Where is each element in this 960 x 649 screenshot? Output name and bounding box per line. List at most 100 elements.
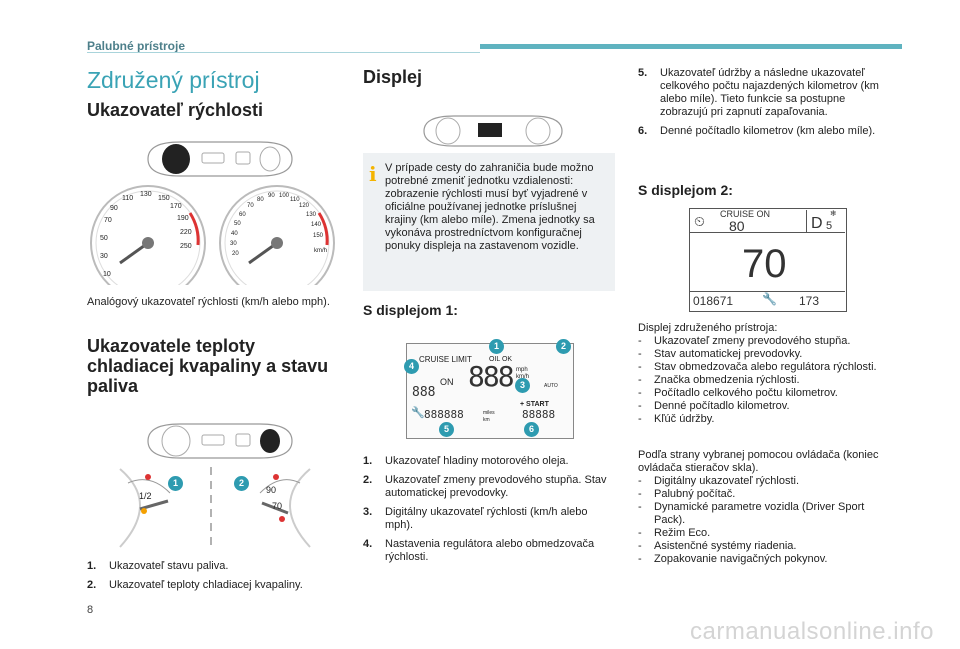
temperature-fuel-heading: Ukazovatele teploty chladiacej kvapaliny… — [87, 336, 347, 396]
service-wrench-icon: 🔧 — [762, 292, 777, 306]
dial-right-tick-30: 30 — [230, 241, 237, 247]
list-item: 2.Ukazovateľ zmeny prevodového stupňa. S… — [363, 474, 607, 499]
temperature-fuel-heading-line-1: Ukazovatele teploty — [87, 336, 256, 356]
lcd-oil-ok: OIL OK — [489, 356, 513, 363]
display2-bottom-rule — [690, 291, 845, 292]
list-item: Palubný počítač. — [638, 488, 898, 501]
dial-left-tick-220: 220 — [180, 229, 192, 236]
dial-right-tick-150: 150 — [313, 233, 324, 239]
info-icon: i — [369, 162, 377, 186]
cluster-display-illustration — [423, 115, 563, 147]
list-item: Ukazovateľ zmeny prevodového stupňa. — [638, 335, 898, 348]
temperature-fuel-list: 1.Ukazovateľ stavu paliva. 2.Ukazovateľ … — [87, 560, 347, 598]
list-item: 2.Ukazovateľ teploty chladiacej kvapalin… — [87, 579, 303, 591]
dial-right-tick-110: 110 — [290, 197, 300, 203]
dial-right-tick-100: 100 — [279, 193, 290, 199]
lcd-auto: AUTO — [544, 383, 558, 389]
dial-right-tick-80: 80 — [257, 197, 264, 203]
header-rule — [87, 52, 480, 53]
display2-screen — [689, 208, 847, 312]
dial-right-tick-140: 140 — [311, 222, 322, 228]
display1-list: 1.Ukazovateľ hladiny motorového oleja. 2… — [363, 455, 615, 570]
list-item: Počítadlo celkového počtu kilometrov. — [638, 387, 898, 400]
display2-cruise-value: 80 — [729, 218, 745, 234]
dial-left-tick-70: 70 — [104, 217, 112, 224]
info-box — [363, 153, 615, 291]
list-item: Stav automatickej prevodovky. — [638, 348, 898, 361]
display2-service: 173 — [799, 294, 820, 308]
dial-left-tick-250: 250 — [180, 243, 192, 250]
page-title: Združený prístroj — [87, 67, 260, 93]
callout-2-gear: 2 — [556, 339, 571, 354]
display2-top-rule — [690, 232, 845, 233]
dial-right-tick-40: 40 — [231, 231, 238, 237]
watermark: carmanualsonline.info — [690, 618, 934, 645]
snowflake-icon: ❄ — [830, 209, 837, 218]
lcd-speed-digits: 888 — [468, 360, 515, 393]
lcd-trip: 88888 — [522, 408, 556, 421]
display2-cruise-label: CRUISE ON — [720, 209, 771, 219]
speedometer-kmh-dial — [90, 185, 206, 285]
dial-left-tick-150: 150 — [158, 195, 170, 202]
callout-1-oil: 1 — [489, 339, 504, 354]
lcd-gear-digits: 888 — [412, 385, 436, 400]
lcd-start: + START — [520, 401, 549, 408]
dial-right-tick-90: 90 — [268, 193, 275, 199]
wrench-icon: 🔧 — [411, 407, 425, 419]
speedometer-icon: ⏲ — [694, 213, 705, 229]
callout-3-speed: 3 — [515, 378, 530, 393]
display1-heading: S displejom 1: — [363, 302, 458, 318]
list-item: Dynamické parametre vozidla (Driver Spor… — [638, 501, 898, 527]
list-item: Zopakovanie navigačných pokynov. — [638, 553, 898, 566]
list-item: 1.Ukazovateľ stavu paliva. — [87, 560, 229, 572]
lcd-km: km — [483, 417, 490, 423]
temperature-fuel-heading-line-2: chladiacej kvapaliny a stavu — [87, 356, 329, 376]
callout-6-trip: 6 — [524, 422, 539, 437]
callout-2-temp: 2 — [234, 476, 249, 491]
fuel-temp-gauges — [119, 467, 311, 548]
lcd-cruise-limit: CRUISE LIMIT — [419, 355, 472, 364]
dial-left-tick-50: 50 — [100, 235, 108, 242]
fuel-gauge-label: 1/2 — [139, 491, 152, 501]
list-item: 4.Nastavenia regulátora alebo obmedzovač… — [363, 538, 595, 563]
display2-divider — [806, 210, 807, 232]
dial-right-tick-20: 20 — [232, 251, 239, 257]
temp-gauge-label-70: 70 — [272, 501, 283, 511]
speedometer-caption: Analógový ukazovateľ rýchlosti (km/h ale… — [87, 296, 330, 308]
dial-left-tick-110: 110 — [122, 195, 134, 202]
dial-right-tick-50: 50 — [234, 221, 241, 227]
list-item: 3.Digitálny ukazovateľ rýchlosti (km/h a… — [363, 506, 588, 531]
display2-list-a: Ukazovateľ zmeny prevodového stupňa. Sta… — [638, 335, 898, 426]
list-item: Asistenčné systémy riadenia. — [638, 540, 898, 553]
display2-speed: 70 — [742, 242, 787, 286]
display2-mid: Podľa strany vybranej pomocou ovládača (… — [638, 449, 879, 474]
temp-gauge-label-90: 90 — [266, 485, 277, 495]
lcd-mph: mph — [516, 367, 528, 373]
display2-gear-sub: 5 — [826, 220, 833, 232]
list-item: 1.Ukazovateľ hladiny motorového oleja. — [363, 455, 569, 467]
dial-left-tick-90: 90 — [110, 205, 118, 212]
temperature-fuel-heading-line-3: paliva — [87, 376, 139, 396]
list-item: Kľúč údržby. — [638, 413, 898, 426]
lcd-odometer: 888888 — [424, 408, 464, 421]
dial-left-tick-170: 170 — [170, 203, 182, 210]
dial-right-tick-60: 60 — [239, 212, 246, 218]
display1-lcd — [406, 343, 574, 439]
dial-right-tick-120: 120 — [299, 203, 310, 209]
col3-list: 5.Ukazovateľ údržby a následne ukazovate… — [638, 67, 890, 144]
list-item: Značka obmedzenia rýchlosti. — [638, 374, 898, 387]
section-header: Palubné prístroje — [87, 39, 186, 53]
lcd-miles: miles — [483, 410, 495, 416]
list-item: Režim Eco. — [638, 527, 898, 540]
display2-heading: S displejom 2: — [638, 182, 733, 198]
speedometer-mph-dial — [219, 185, 335, 285]
cluster-outline-illustration-2 — [147, 423, 293, 459]
dial-left-tick-130: 130 — [140, 191, 152, 198]
dial-right-unit: km/h — [314, 248, 328, 254]
display2-gear: D — [811, 215, 823, 232]
dial-left-tick-10: 10 — [103, 271, 111, 278]
dial-right-tick-70: 70 — [247, 203, 254, 209]
list-item: Digitálny ukazovateľ rýchlosti. — [638, 475, 898, 488]
display2-intro: Displej združeného prístroja: — [638, 322, 778, 334]
list-item: Denné počítadlo kilometrov. — [638, 400, 898, 413]
